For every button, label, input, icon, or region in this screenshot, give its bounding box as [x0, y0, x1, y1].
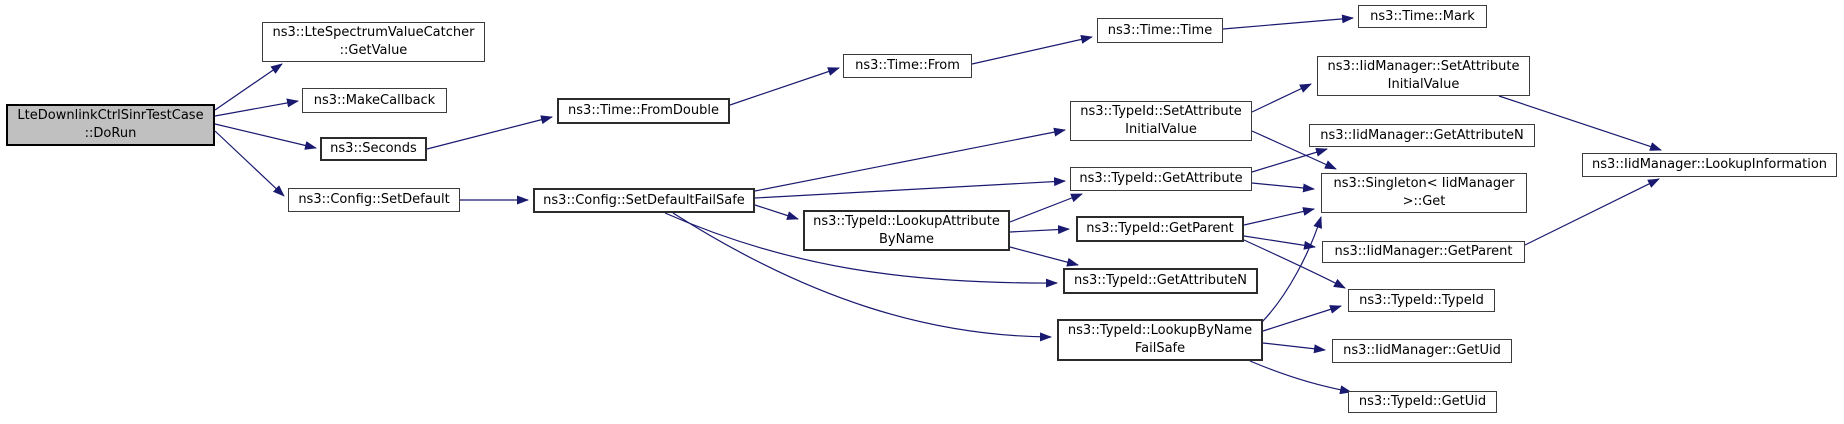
edge-typeidgetattribute-singletonget	[1251, 182, 1315, 193]
node-ns3-seconds[interactable]: ns3::Seconds	[320, 137, 427, 161]
edge-lookupattributebyname-typeidgetattributen	[1009, 246, 1079, 267]
node-ns3-type-id-lookup-attribute-by-name[interactable]: ns3::TypeId::LookupAttribute ByName	[803, 210, 1010, 251]
edge-lookupbynamefailsafe-iidgetuid	[1262, 342, 1326, 354]
edge-typeidsetattributeinitialvalue-singletonget	[1251, 130, 1337, 170]
edge-typeidsetattributeinitialvalue-iidsetattributeinitialvalue	[1251, 83, 1312, 113]
node-ns3-iid-manager-lookup-information[interactable]: ns3::IidManager::LookupInformation	[1582, 153, 1837, 177]
node-ns3-time-from-double[interactable]: ns3::Time::FromDouble	[557, 98, 730, 124]
edge-lookupbynamefailsafe-typeidgetuid	[1249, 360, 1352, 395]
edge-iidgetparent-lookupinformation	[1524, 178, 1660, 246]
edge-lookupbynamefailsafe-singletonget	[1261, 216, 1322, 323]
node-ns3-iid-manager-set-attribute-initial-value[interactable]: ns3::IidManager::SetAttribute InitialVal…	[1317, 56, 1530, 96]
edge-typeidgetparent-typeidtypeid	[1243, 239, 1346, 289]
node-ns3-config-set-default-fail-safe[interactable]: ns3::Config::SetDefaultFailSafe	[533, 188, 755, 213]
node-ns3-singleton-iid-manager-get[interactable]: ns3::Singleton< IidManager >::Get	[1321, 173, 1527, 213]
node-ns3-type-id-set-attribute-initial-value[interactable]: ns3::TypeId::SetAttribute InitialValue	[1070, 101, 1252, 141]
edge-lookupbynamefailsafe-typeidtypeid	[1262, 305, 1342, 332]
node-ns3-time-from[interactable]: ns3::Time::From	[843, 54, 972, 78]
edge-dorun-getvalue	[214, 63, 283, 111]
node-ns3-type-id-get-parent[interactable]: ns3::TypeId::GetParent	[1076, 216, 1244, 242]
node-ns3-iid-manager-get-attribute-n[interactable]: ns3::IidManager::GetAttributeN	[1309, 124, 1535, 147]
edge-seconds-fromdouble	[426, 115, 553, 150]
edge-setdefaultfailsafe-lookupbynamefailsafe	[672, 212, 1052, 342]
edge-typeidgetparent-iidgetparent	[1243, 235, 1316, 250]
edge-fromdouble-timefrom	[729, 67, 840, 106]
node-ns3-make-callback[interactable]: ns3::MakeCallback	[302, 88, 447, 113]
node-ns3-iid-manager-get-parent[interactable]: ns3::IidManager::GetParent	[1322, 241, 1525, 263]
edge-setdefaultfailsafe-lookupattributebyname	[754, 204, 799, 220]
node-ns3-time-mark[interactable]: ns3::Time::Mark	[1358, 5, 1487, 28]
edge-setdefaultfailsafe-typeidgetattribute	[754, 177, 1066, 199]
edge-lookupattributebyname-typeidgetparent	[1009, 225, 1070, 235]
node-ns3-type-id-lookup-by-name-fail-safe[interactable]: ns3::TypeId::LookupByName FailSafe	[1057, 319, 1263, 361]
edge-setdefaultfailsafe-typeidsetattributeinitialvalue	[754, 127, 1066, 192]
edge-typeidgetparent-singletonget	[1243, 207, 1315, 226]
node-lte-downlink-ctrl-sinr-test-case-do-run: LteDownlinkCtrlSinrTestCase ::DoRun	[6, 104, 215, 146]
edge-typeidgetattribute-iidgetattributen	[1251, 147, 1328, 173]
node-ns3-time-time[interactable]: ns3::Time::Time	[1097, 18, 1223, 43]
node-ns3-lte-spectrum-value-catcher-get-value[interactable]: ns3::LteSpectrumValueCatcher ::GetValue	[262, 22, 485, 62]
edge-dorun-makecallback	[214, 98, 299, 117]
node-ns3-type-id-get-attribute[interactable]: ns3::TypeId::GetAttribute	[1070, 167, 1252, 191]
edge-timefrom-timetime	[971, 35, 1093, 65]
node-ns3-type-id-get-uid[interactable]: ns3::TypeId::GetUid	[1348, 391, 1497, 413]
edge-setdefaultfailsafe-typeidgetattributen	[664, 212, 1058, 288]
edge-iidsetattributeinitialvalue-lookupinformation	[1498, 95, 1662, 151]
edge-lookupattributebyname-typeidgetattribute	[1009, 193, 1083, 223]
edge-dorun-seconds	[214, 123, 317, 150]
node-ns3-type-id-type-id[interactable]: ns3::TypeId::TypeId	[1348, 289, 1495, 312]
edge-dorun-setdefault	[214, 130, 285, 197]
node-ns3-config-set-default[interactable]: ns3::Config::SetDefault	[288, 188, 460, 212]
node-ns3-type-id-get-attribute-n[interactable]: ns3::TypeId::GetAttributeN	[1063, 268, 1258, 294]
edge-timetime-timemark	[1222, 14, 1354, 30]
node-ns3-iid-manager-get-uid[interactable]: ns3::IidManager::GetUid	[1332, 339, 1512, 363]
